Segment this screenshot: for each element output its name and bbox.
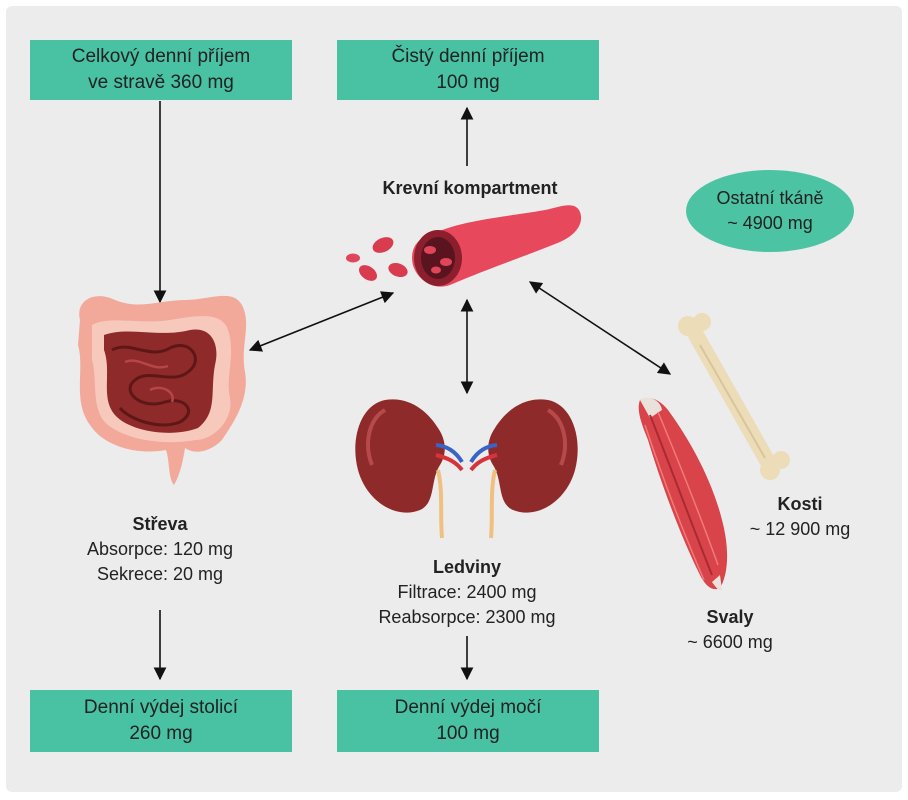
urine-output-line1: Denní výdej močí <box>394 697 542 718</box>
muscles-label: Svaly ~ 6600 mg <box>660 605 800 655</box>
intestines-illustration <box>78 295 247 485</box>
muscle-illustration <box>638 397 728 591</box>
intestines-title: Střeva <box>132 514 188 534</box>
kidneys-title: Ledviny <box>432 557 502 577</box>
other-tissues-value: ~ 4900 mg <box>727 213 813 233</box>
stool-output-line1: Denní výdej stolicí <box>83 697 239 718</box>
intestines-label: Střeva Absorpce: 120 mg Sekrece: 20 mg <box>60 512 260 587</box>
net-daily-intake-box: Čistý denní příjem 100 mg <box>337 40 599 100</box>
bones-value: ~ 12 900 mg <box>749 519 851 539</box>
daily-stool-output-box: Denní výdej stolicí 260 mg <box>30 690 292 752</box>
blood-compartment-title: Krevní kompartment <box>382 178 558 198</box>
blood-compartment-label: Krevní kompartment <box>350 176 590 201</box>
kidneys-reabsorption: Reabsorpce: 2300 mg <box>378 607 556 627</box>
other-tissues-title: Ostatní tkáně <box>716 188 824 208</box>
daily-urine-output-box: Denní výdej močí 100 mg <box>337 690 599 752</box>
other-tissues-oval: Ostatní tkáně ~ 4900 mg <box>686 170 854 252</box>
stool-output-line2: 260 mg <box>129 723 193 744</box>
net-intake-line2: 100 mg <box>436 72 500 93</box>
blood-vessel-illustration <box>346 205 582 287</box>
intestines-secretion: Sekrece: 20 mg <box>96 564 224 584</box>
arrow-blood-bones <box>528 281 672 375</box>
urine-output-line2: 100 mg <box>436 723 500 744</box>
muscles-value: ~ 6600 mg <box>687 632 773 652</box>
net-intake-line1: Čistý denní příjem <box>391 46 545 67</box>
kidneys-filtration: Filtrace: 2400 mg <box>397 582 537 602</box>
bone-illustration <box>678 313 790 480</box>
bones-label: Kosti ~ 12 900 mg <box>730 492 870 542</box>
bones-title: Kosti <box>777 494 823 514</box>
total-intake-line2: ve stravě 360 mg <box>88 72 234 93</box>
arrow-intestine-blood <box>248 291 395 352</box>
kidneys-illustration <box>355 399 578 539</box>
intestines-absorption: Absorpce: 120 mg <box>86 539 234 559</box>
muscles-title: Svaly <box>706 607 754 627</box>
kidneys-label: Ledviny Filtrace: 2400 mg Reabsorpce: 23… <box>357 555 577 630</box>
total-intake-line1: Celkový denní příjem <box>71 46 251 67</box>
total-daily-intake-box: Celkový denní příjem ve stravě 360 mg <box>30 40 292 100</box>
